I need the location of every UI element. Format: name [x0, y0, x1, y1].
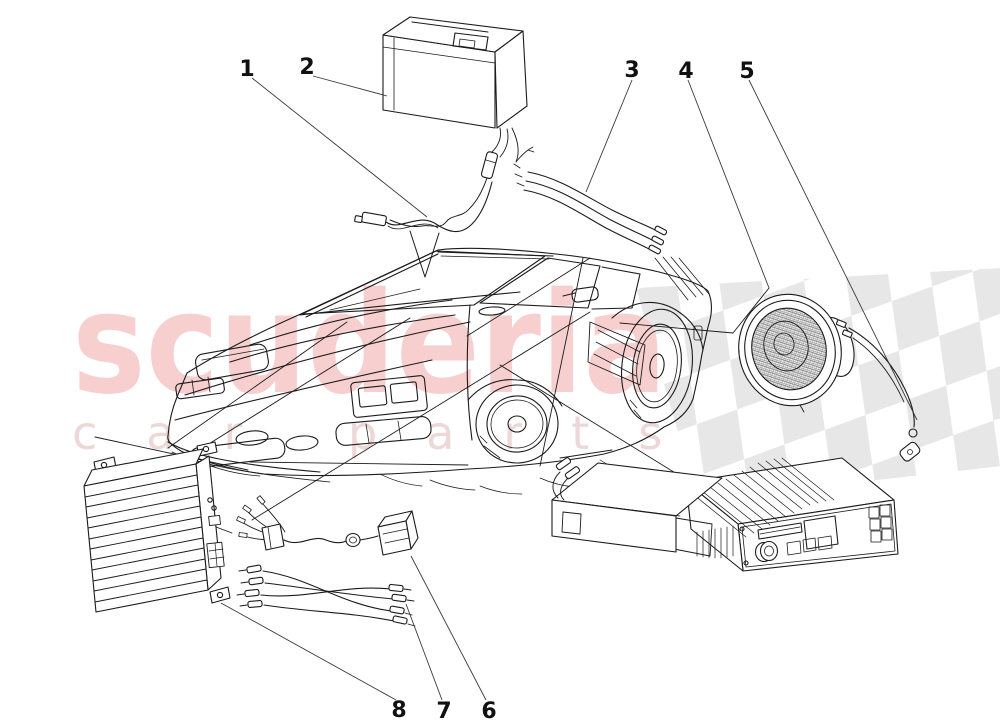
leader-part-7 — [405, 603, 443, 701]
radio-head-unit-drawing — [685, 457, 899, 572]
car-outline-drawing — [167, 230, 712, 495]
part-label-2: 2 — [299, 55, 314, 80]
wiring-harness-drawing — [236, 495, 419, 556]
watermark: scuderia car parts — [72, 263, 711, 460]
part-number-labels: 1 2 3 4 5 6 7 8 — [239, 55, 754, 724]
leader-part-2 — [312, 75, 388, 97]
leader-part-8 — [220, 602, 397, 701]
rear-wheel — [621, 308, 693, 424]
leader-lines — [220, 75, 918, 701]
cd-changer-drawing — [382, 16, 535, 227]
leader-part-4 — [687, 79, 770, 289]
diagram-line-art — [83, 16, 921, 627]
watermark-tagline-word2: parts — [348, 406, 711, 460]
equalizer-unit-drawing — [551, 457, 723, 557]
front-wheel — [475, 384, 559, 464]
roof-arrow — [409, 230, 440, 278]
leader-part-6 — [410, 555, 487, 701]
part-label-1: 1 — [239, 57, 254, 82]
part-label-8: 8 — [391, 698, 406, 723]
leader-part-5 — [748, 79, 918, 421]
part-label-7: 7 — [436, 699, 451, 724]
part-label-4: 4 — [678, 59, 693, 84]
antenna-cable-drawing — [354, 151, 499, 233]
speaker-cable-drawing — [835, 319, 921, 462]
leader-part-1 — [251, 77, 428, 218]
part-label-6: 6 — [481, 699, 496, 724]
connection-cables-drawing — [513, 163, 668, 255]
rca-cables-drawing — [236, 564, 416, 627]
amplifier-drawing — [83, 441, 233, 613]
part-label-5: 5 — [739, 59, 754, 84]
part-label-3: 3 — [624, 58, 639, 83]
leader-part-3 — [585, 79, 633, 193]
